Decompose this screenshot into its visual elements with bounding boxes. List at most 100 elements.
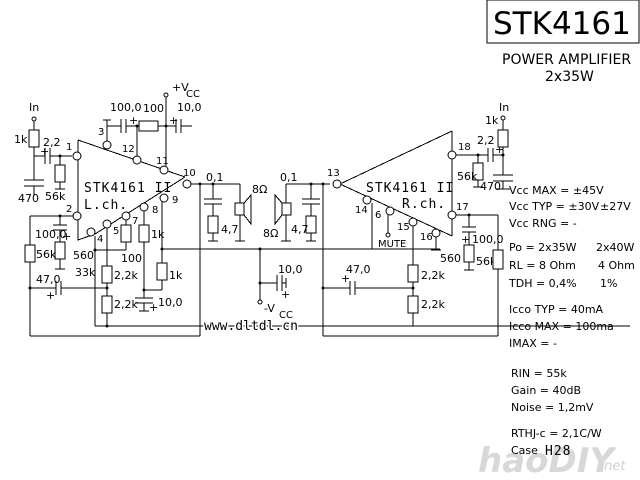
r-fb-left-label: 56k [36, 248, 57, 261]
ic-left-name: STK4161 II [84, 181, 172, 196]
power-rating: 2x35W [545, 69, 594, 85]
pin-18: 18 [458, 142, 471, 153]
spec-icco-max: Icco MAX = 100ma [509, 320, 614, 333]
center-supply: + 10,0 -V CC www.dltdl.cn [200, 247, 630, 336]
r-33k-label: 33k [75, 266, 96, 279]
c-neg-label: 10,0 [278, 263, 303, 276]
c-in-right-label: 2,2 [477, 134, 495, 147]
speaker-left-label: 8Ω [252, 183, 267, 196]
spec-vcc-rng: Vcc RNG = - [509, 217, 577, 230]
spec-imax: IMAX = - [509, 337, 557, 350]
vcc-pos-sub: CC [186, 89, 200, 100]
ic-right-name: STK4161 II [366, 181, 454, 196]
pin-14: 14 [355, 205, 368, 216]
speaker-right-icon [281, 202, 292, 216]
svg-text:+: + [169, 114, 178, 127]
c-vcc-label: 10,0 [177, 101, 202, 114]
svg-text:+: + [281, 288, 290, 301]
c-47-right-label: 47,0 [346, 263, 371, 276]
resistor-1k-left [28, 129, 40, 148]
r-zob-right-label: 4,7 [291, 223, 309, 236]
spec-tdh: TDH = 0,4% [508, 277, 577, 290]
ic-left-channel: L.ch. [84, 198, 128, 213]
vcc-neg-label: -V [264, 302, 275, 315]
r-22-d-label: 2,2k [421, 298, 445, 311]
spec-case-label: Case [511, 444, 538, 457]
logo-watermark: haoDIY [478, 441, 617, 480]
r-bias-right-label: 56k [457, 170, 478, 183]
r-560-right-label: 560 [440, 252, 461, 265]
svg-text:+: + [40, 145, 49, 158]
spec-rl: RL = 8 Ohm [509, 259, 576, 272]
r-22-c-label: 2,2k [421, 269, 445, 282]
left-channel: STK4161 II L.ch. In 1k + 2,2 470 56k 1 2… [14, 81, 267, 337]
spec-rin: RIN = 55k [511, 367, 567, 380]
r-bias-left-label: 56k [45, 190, 66, 203]
pin-3: 3 [98, 127, 104, 138]
website-watermark: www.dltdl.cn [204, 319, 298, 334]
r-dec-label: 100 [143, 102, 164, 115]
input-left-label: In [29, 101, 39, 114]
pin-2: 2 [66, 204, 72, 215]
description: POWER AMPLIFIER [502, 52, 631, 68]
svg-text:+: + [341, 272, 350, 285]
spec-gain: Gain = 40dB [511, 384, 581, 397]
r-1k-a-label: 1k [151, 228, 165, 241]
spec-icco-typ: Icco TYP = 40mA [509, 303, 604, 316]
spec-rthj: RTHJ-c = 2,1C/W [511, 427, 602, 440]
right-channel: 8Ω 0,1 4,7 STK4161 II R.ch. 13 14 6 15 1… [263, 101, 513, 337]
mute-label: MUTE [378, 239, 406, 250]
pin-16: 16 [420, 232, 433, 243]
pin-1: 1 [66, 142, 72, 153]
c-boot-left-label: 100,0 [110, 101, 142, 114]
c-zob-left-label: 0,1 [206, 171, 224, 184]
spec-rl-alt: 4 Ohm [598, 259, 635, 272]
vcc-neg-sub: CC [279, 310, 293, 321]
pin-10: 10 [183, 168, 196, 179]
pin-12: 12 [122, 144, 135, 155]
part-number: STK4161 II [493, 6, 640, 42]
pin-4: 4 [97, 234, 103, 245]
svg-text:+: + [46, 289, 55, 302]
pin-15: 15 [397, 222, 410, 233]
spec-po: Po = 2x35W [509, 241, 577, 254]
c-47-left-label: 47,0 [36, 273, 61, 286]
pin-9: 9 [172, 195, 178, 206]
title-box [486, 0, 640, 44]
r-1k-b-label: 1k [169, 269, 183, 282]
vcc-pos-label: +V [172, 81, 189, 94]
c-zob-right-label: 0,1 [280, 171, 298, 184]
c-10-left-label: 10,0 [158, 296, 183, 309]
r-22-a-label: 2,2k [114, 269, 138, 282]
spec-noise: Noise = 1,2mV [511, 401, 594, 414]
svg-text:+: + [62, 230, 71, 243]
spec-case-value: H28 [545, 444, 571, 459]
svg-text:+: + [461, 233, 470, 246]
r-22-b-label: 2,2k [114, 298, 138, 311]
spec-tdh-alt: 1% [600, 277, 617, 290]
r-zob-left-label: 4,7 [221, 223, 239, 236]
r-in-left-label: 1k [14, 133, 28, 146]
pin-17: 17 [456, 202, 469, 213]
svg-text:+: + [495, 143, 504, 156]
svg-text:+: + [149, 301, 158, 314]
pin-7: 7 [132, 216, 138, 227]
pin-11: 11 [156, 156, 169, 167]
spec-table: Vcc MAX = ±45V Vcc TYP = ±30V ±27V Vcc R… [508, 184, 635, 459]
c-filter-right-label: 470 [480, 180, 501, 193]
spec-vcc-max: Vcc MAX = ±45V [509, 184, 604, 197]
spec-vcc-typ: Vcc TYP = ±30V [509, 200, 600, 213]
spec-po-alt: 2x40W [596, 241, 635, 254]
svg-text:+: + [129, 114, 138, 127]
r-in-right-label: 1k [485, 114, 499, 127]
r-100-label: 100 [121, 252, 142, 265]
logo-suffix: .net [600, 459, 626, 474]
r-560-left-label: 560 [73, 249, 94, 262]
pin-13: 13 [327, 168, 340, 179]
c-filter-left-label: 470 [18, 192, 39, 205]
pin-8: 8 [152, 205, 158, 216]
spec-vcc-typ-alt: ±27V [600, 200, 631, 213]
pin-5: 5 [113, 226, 119, 237]
input-right-label: In [499, 101, 509, 114]
